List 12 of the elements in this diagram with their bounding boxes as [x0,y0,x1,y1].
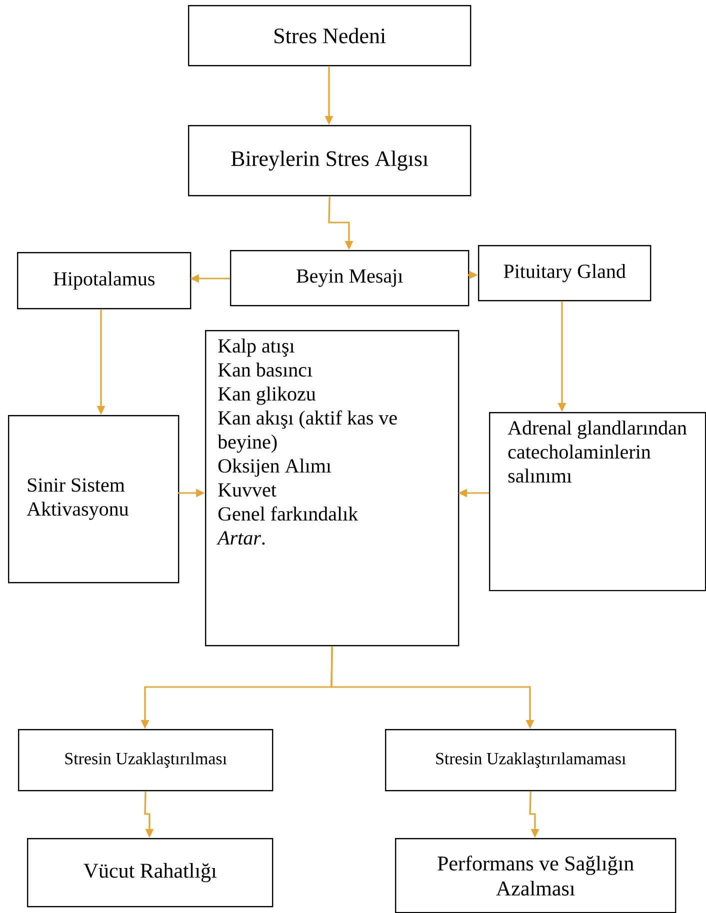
process-box: Performans ve Sağlığın Azalması [395,838,676,913]
process-box: Pituitary Gland [478,245,652,302]
process-box: Bireylerin Stres Algısı [188,125,472,196]
process-box: Kalp atışı Kan basıncı Kan glikozu Kan akışı (aktif kas ve beyine) Oksijen Alımı Kuvvet Genel farkındalık Artar. [205,330,460,646]
process-box: Hipotalamus [17,252,192,310]
process-box: Stresin Uzaklaştırılamaması [385,729,676,792]
process-box: Beyin Mesajı [230,250,470,306]
process-box: Vücut Rahatlığı [27,838,274,908]
process-box: Sinir Sistem Aktivasyonu [8,415,180,584]
process-box: Adrenal glandlarından catecholaminlerin salınımı [489,412,706,592]
process-box: Stres Nedeni [188,5,472,66]
process-box: Stresin Uzaklaştırılması [18,729,274,792]
